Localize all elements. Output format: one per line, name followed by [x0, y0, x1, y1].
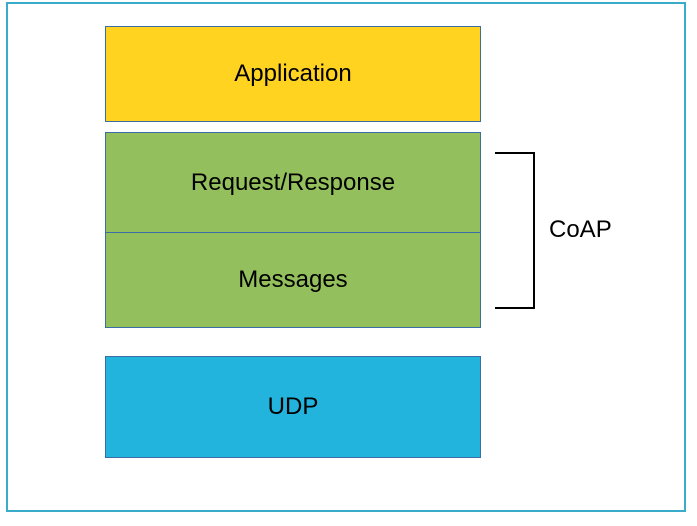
coap-bracket-icon	[495, 152, 535, 309]
layer-label-messages: Messages	[238, 266, 348, 293]
layer-label-udp: UDP	[267, 393, 319, 420]
layer-label-application: Application	[234, 60, 352, 87]
layer-box-request-response[interactable]: Request/Response	[105, 132, 481, 232]
layer-label-request-response: Request/Response	[190, 168, 396, 196]
layer-box-application[interactable]: Application	[105, 26, 481, 122]
coap-bracket-label: CoAP	[549, 216, 612, 243]
layer-box-udp[interactable]: UDP	[105, 356, 481, 458]
layer-box-messages[interactable]: Messages	[105, 232, 481, 328]
